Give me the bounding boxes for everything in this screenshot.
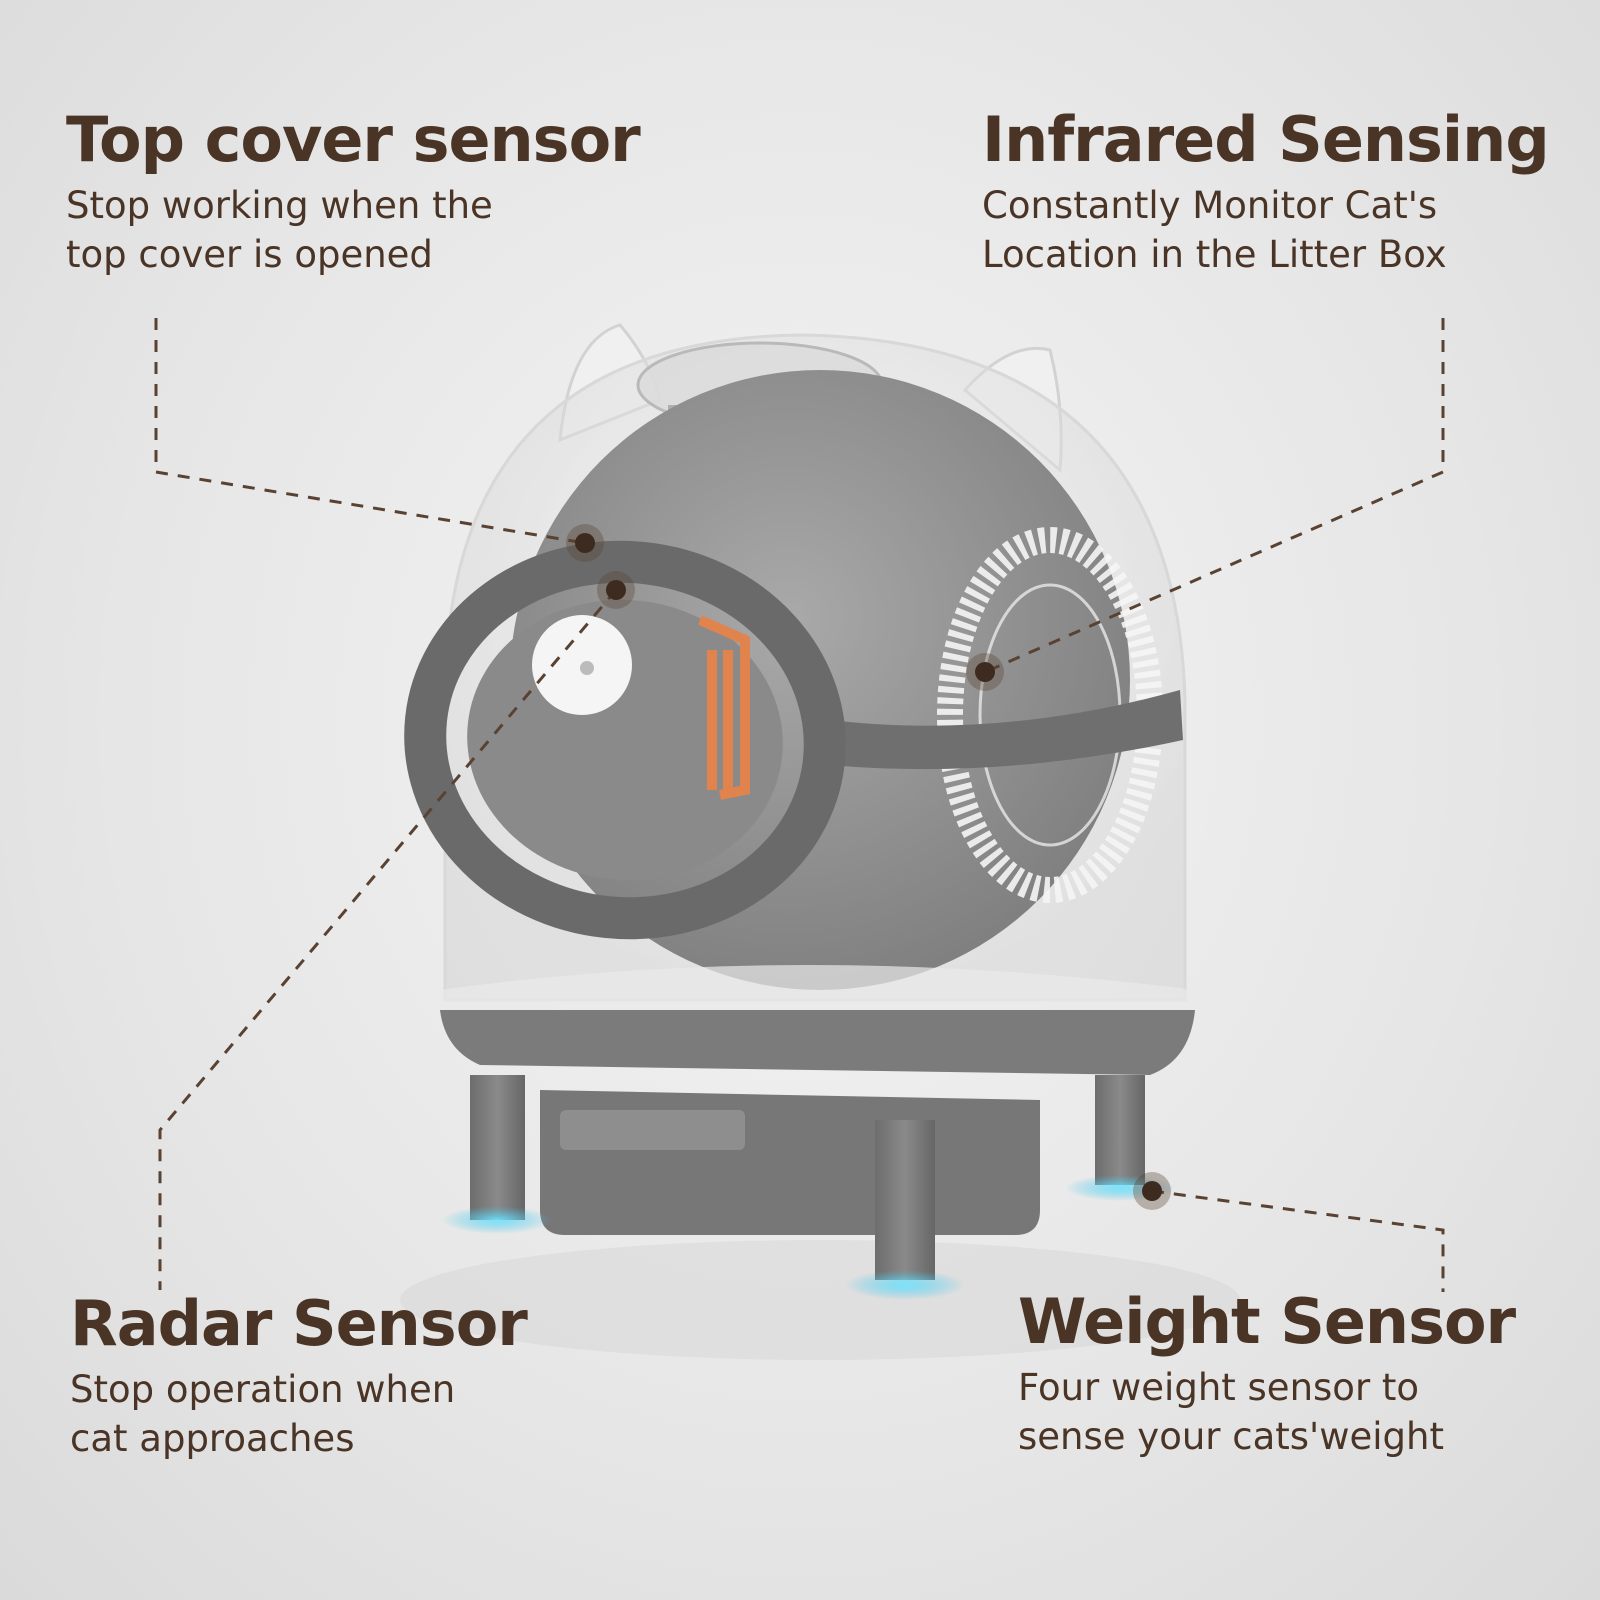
leg-right [1095,1075,1145,1185]
entry-ring [404,540,846,940]
feature-title: Infrared Sensing [982,103,1550,176]
drum-belt [830,690,1183,770]
base-plate [440,1010,1195,1075]
feature-weight-sensor: Weight Sensor Four weight sensor to sens… [1018,1285,1516,1462]
sensor-marker [566,524,604,562]
rake [697,615,750,800]
sensor-marker [1133,1172,1171,1210]
feature-description: Stop operation when cat approaches [70,1368,456,1461]
sensor-glow [845,1270,965,1300]
leg-left [470,1075,525,1220]
feature-title: Weight Sensor [1018,1285,1516,1358]
leader-line-infrared [984,318,1445,674]
sensor-marker [966,653,1004,691]
sensor-marker [597,571,635,609]
feature-title: Radar Sensor [70,1287,528,1360]
feature-infrared-sensing: Infrared Sensing Constantly Monitor Cat'… [982,103,1550,280]
leader-line-radar [158,589,618,1290]
sensor-glow [442,1206,552,1234]
feature-description: Stop working when the top cover is opene… [66,184,493,277]
leader-line-top [154,318,586,545]
feature-radar-sensor: Radar Sensor Stop operation when cat app… [70,1287,528,1464]
leg-front [875,1120,935,1280]
leader-line-weight [1151,1189,1445,1292]
feature-description: Four weight sensor to sense your cats'we… [1018,1366,1444,1459]
floor-shadow [400,1240,1240,1360]
feature-title: Top cover sensor [66,103,641,176]
feature-top-cover-sensor: Top cover sensor Stop working when the t… [66,103,641,280]
feature-description: Constantly Monitor Cat's Location in the… [982,184,1447,277]
